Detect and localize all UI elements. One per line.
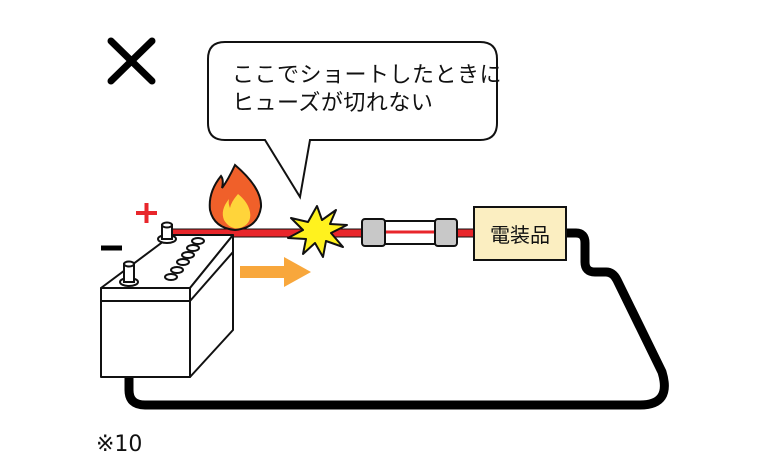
footnote: ※10 — [96, 432, 143, 457]
electrical-device-box — [473, 206, 567, 261]
speech-bubble-text: ここでショートしたときにヒューズが切れない — [232, 62, 502, 118]
current-arrow-icon — [240, 257, 311, 287]
battery — [100, 234, 234, 378]
spark-icon — [287, 205, 348, 258]
flame-icon — [208, 163, 263, 232]
positive-terminal — [157, 221, 177, 244]
fuse — [361, 218, 458, 247]
x-mark-icon — [107, 37, 156, 85]
bubble-line-1: ここでショートしたときに — [232, 63, 503, 88]
negative-terminal — [119, 260, 139, 287]
plus-sign-icon — [136, 203, 157, 223]
speech-bubble — [207, 41, 498, 200]
ground-wire — [124, 228, 669, 410]
electrical-device-label: 電装品 — [490, 222, 550, 247]
bubble-line-2: ヒューズが切れない — [232, 91, 434, 116]
